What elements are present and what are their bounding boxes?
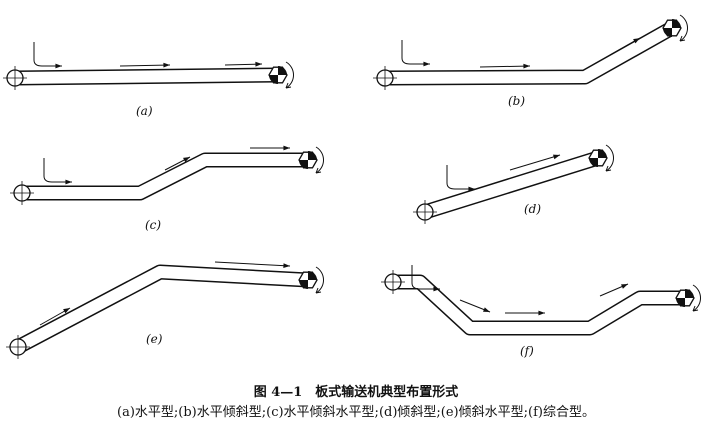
c-flow-arrow-2-head — [283, 145, 290, 151]
c-rotation-arrow-icon — [315, 146, 325, 174]
e-head-fill-2 — [299, 280, 308, 289]
b-rotation-arrow-icon — [679, 14, 689, 42]
d-rotation-arrowhead — [605, 165, 612, 172]
b-head-fill-2 — [663, 28, 672, 37]
d-flow-arrow-head — [553, 154, 560, 160]
a-feed-arrow — [33, 42, 60, 67]
f-flow-arrow-2-head — [538, 310, 545, 316]
a-feed-arrowhead-head — [55, 63, 62, 69]
c-feed-arrow — [43, 158, 70, 183]
b-belt-fill — [384, 22, 675, 84]
e-head-fill-1 — [308, 271, 317, 280]
panel-label-f: (f) — [520, 344, 534, 358]
panel-label-b: (b) — [508, 94, 526, 108]
a-head-fill-2 — [269, 75, 278, 84]
c-head-fill-2 — [299, 160, 308, 169]
d-feed-arrowhead-head — [468, 186, 475, 192]
a-flow-arrow — [119, 64, 171, 67]
f-flow-arrow-3-head — [621, 284, 628, 289]
a-flow-arrow-head — [163, 62, 170, 68]
d-rotation-arrow-icon — [605, 144, 615, 172]
b-head-fill-1 — [672, 19, 681, 28]
d-flow-arrow — [509, 154, 561, 171]
panel-label-d: (d) — [524, 202, 542, 216]
c-feed-arrowhead-head — [65, 179, 72, 185]
a-belt-fill — [14, 69, 279, 84]
f-rotation-arrow-icon — [692, 284, 702, 312]
e-feed-arrow-head — [63, 308, 70, 314]
e-rotation-arrow-icon — [315, 266, 325, 294]
a-head-fill-1 — [278, 66, 287, 75]
e-flow-arrow — [214, 261, 291, 267]
c-belt-fill — [22, 154, 308, 199]
f-rotation-arrowhead — [692, 305, 699, 312]
panel-label-e: (e) — [146, 332, 163, 346]
c-rotation-arrowhead — [315, 167, 322, 174]
f-belt-fill — [393, 276, 685, 334]
e-rotation-arrowhead — [315, 287, 322, 294]
panel-label-a: (a) — [136, 104, 153, 118]
d-head-fill-1 — [598, 149, 607, 158]
f-feed-arrowhead-head — [433, 286, 440, 292]
d-head-fill-2 — [589, 158, 598, 167]
a-flow-arrow-2-head — [255, 61, 262, 67]
f-head-fill-2 — [676, 298, 685, 307]
b-rotation-arrowhead — [679, 35, 686, 42]
b-flow-arrow-head — [523, 63, 530, 69]
a-rotation-arrowhead — [285, 82, 292, 89]
f-head-fill-1 — [685, 289, 694, 298]
d-feed-arrow — [446, 165, 473, 190]
e-belt-fill — [15, 266, 309, 353]
f-flow-arrow-head — [483, 307, 490, 312]
a-rotation-arrow-icon — [285, 61, 295, 89]
f-feed-arrow — [411, 265, 438, 290]
b-feed-arrowhead-head — [423, 61, 430, 67]
d-belt-fill — [423, 152, 600, 218]
b-feed-arrow — [401, 40, 428, 65]
e-flow-arrow-head — [283, 263, 290, 269]
c-flow-arrow-head — [183, 157, 190, 163]
caption-legend: (a)水平型;(b)水平倾斜型;(c)水平倾斜水平型;(d)倾斜型;(e)倾斜水… — [117, 405, 595, 420]
panel-label-c: (c) — [145, 218, 162, 232]
b-flow-arrow-2-head — [633, 38, 640, 44]
b-flow-arrow — [479, 65, 531, 68]
c-head-fill-1 — [308, 151, 317, 160]
caption-title: 图 4—1 板式输送机典型布置形式 — [253, 385, 459, 400]
